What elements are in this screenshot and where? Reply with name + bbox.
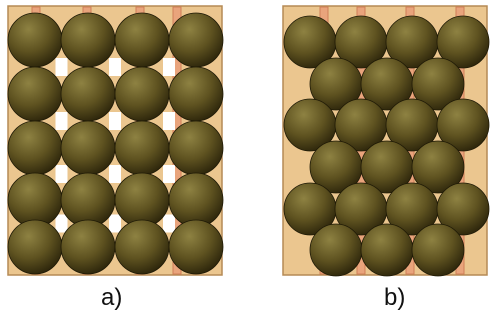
panel-a-gap <box>56 112 68 130</box>
panel-a-circle <box>115 220 169 274</box>
panel-b-circle <box>361 224 413 276</box>
panel-a-circle <box>8 121 62 175</box>
panel-a-circle <box>8 173 62 227</box>
panel-a-gap <box>109 112 121 130</box>
panel-a-gap <box>163 215 175 233</box>
panel-a-circle <box>169 67 223 121</box>
panel-a-gap <box>56 165 68 183</box>
panel-a-circle <box>8 13 62 67</box>
panel-a-label: a) <box>101 286 122 310</box>
panel-b-label: b) <box>384 286 405 310</box>
panel-a-circle <box>8 220 62 274</box>
panel-a-circle <box>169 13 223 67</box>
panel-a-gap <box>163 112 175 130</box>
panel-a-gap <box>163 165 175 183</box>
panel-b-circle <box>412 224 464 276</box>
panel-a-circle <box>61 121 115 175</box>
panel-b-hexagonal-packing <box>283 6 489 276</box>
panel-a-circle <box>61 220 115 274</box>
panel-a-gap <box>56 215 68 233</box>
panel-a-gap <box>56 58 68 76</box>
panel-a-circle <box>61 13 115 67</box>
panel-a-circle <box>169 173 223 227</box>
panel-a-circle <box>115 67 169 121</box>
panel-b-circle <box>310 224 362 276</box>
panel-a-gap <box>109 165 121 183</box>
panel-a-circle <box>8 67 62 121</box>
panel-a-gap <box>109 215 121 233</box>
panel-a-circle <box>61 173 115 227</box>
panel-a-square-packing <box>8 6 223 275</box>
panel-a-circle <box>115 173 169 227</box>
panel-a-circle <box>61 67 115 121</box>
panel-a-circle <box>115 13 169 67</box>
panel-a-gap <box>163 58 175 76</box>
panel-a-circle <box>169 121 223 175</box>
panel-a-gap <box>109 58 121 76</box>
panel-a-circle <box>169 220 223 274</box>
panel-a-circle <box>115 121 169 175</box>
